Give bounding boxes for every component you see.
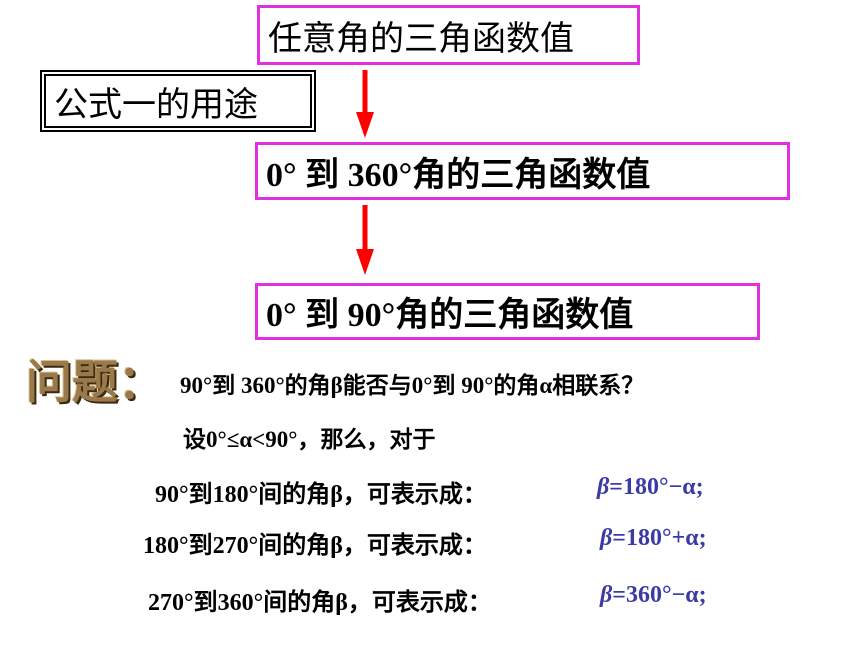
general-angle-box: 任意角的三角函数值 [257, 5, 640, 65]
formula-expression: =180°+α; [612, 525, 707, 551]
down-arrow-icon [356, 205, 374, 275]
general-angle-label: 任意角的三角函数值 [268, 20, 574, 58]
range-360-label: 0° 到 360°角的三角函数值 [266, 156, 651, 194]
range-360-box: 0° 到 360°角的三角函数值 [255, 142, 790, 200]
case-formula: β=360°−α; [600, 582, 707, 609]
case-text: 180°到270°间的角β，可表示成： [143, 533, 487, 559]
down-arrow-icon [356, 70, 374, 138]
formula-variable: β [597, 474, 610, 500]
formula-use-box: 公式一的用途 [40, 70, 316, 132]
assumption-text: 设0°≤α<90°，那么，对于 [183, 427, 436, 452]
range-90-label: 0° 到 90°角的三角函数值 [266, 297, 634, 334]
question-label: 问题： [26, 355, 164, 409]
formula-variable: β [600, 525, 613, 551]
question-text: 90°到 360°的角β能否与0°到 90°的角α相联系？ [180, 373, 645, 398]
case-text: 270°到360°间的角β，可表示成： [148, 590, 492, 616]
formula-expression: =180°−α; [609, 474, 704, 500]
case-text: 90°到180°间的角β，可表示成： [155, 482, 487, 508]
case-formula: β=180°+α; [600, 525, 707, 552]
formula-use-label: 公式一的用途 [54, 86, 258, 124]
formula-variable: β [600, 582, 613, 608]
formula-expression: =360°−α; [612, 582, 707, 608]
range-90-box: 0° 到 90°角的三角函数值 [255, 283, 760, 340]
case-formula: β=180°−α; [597, 474, 704, 501]
